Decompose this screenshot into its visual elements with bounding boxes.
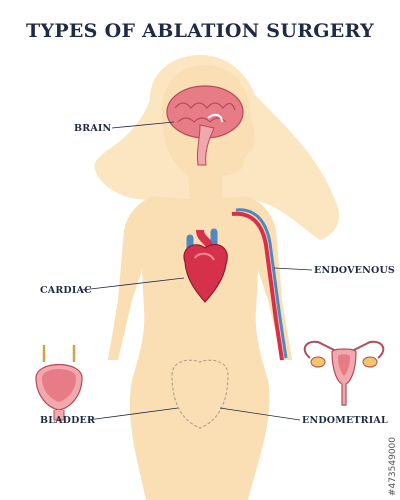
brain-organ: [166, 85, 244, 166]
arm-vessels: [231, 208, 288, 361]
uterus-organ: [303, 340, 385, 406]
label-brain: BRAIN: [74, 123, 112, 134]
endometrial-leader-line: [219, 407, 301, 421]
label-endometrial: ENDOMETRIAL: [302, 415, 388, 426]
stock-id-watermark: #473549000: [388, 436, 398, 496]
label-endovenous: ENDOVENOUS: [314, 265, 395, 276]
endovenous-leader-line: [273, 267, 313, 271]
cardiac-leader-line: [81, 277, 185, 291]
pelvis-outline: [171, 359, 229, 429]
label-cardiac: CARDIAC: [40, 285, 92, 296]
label-bladder: BLADDER: [40, 415, 96, 426]
heart-organ: [183, 228, 228, 303]
brain-leader-line: [111, 121, 175, 129]
bladder-organ: [35, 345, 83, 421]
bladder-leader-line: [87, 407, 179, 421]
diagram-title: TYPES OF ABLATION SURGERY: [26, 20, 374, 42]
body-silhouette: [108, 196, 292, 500]
